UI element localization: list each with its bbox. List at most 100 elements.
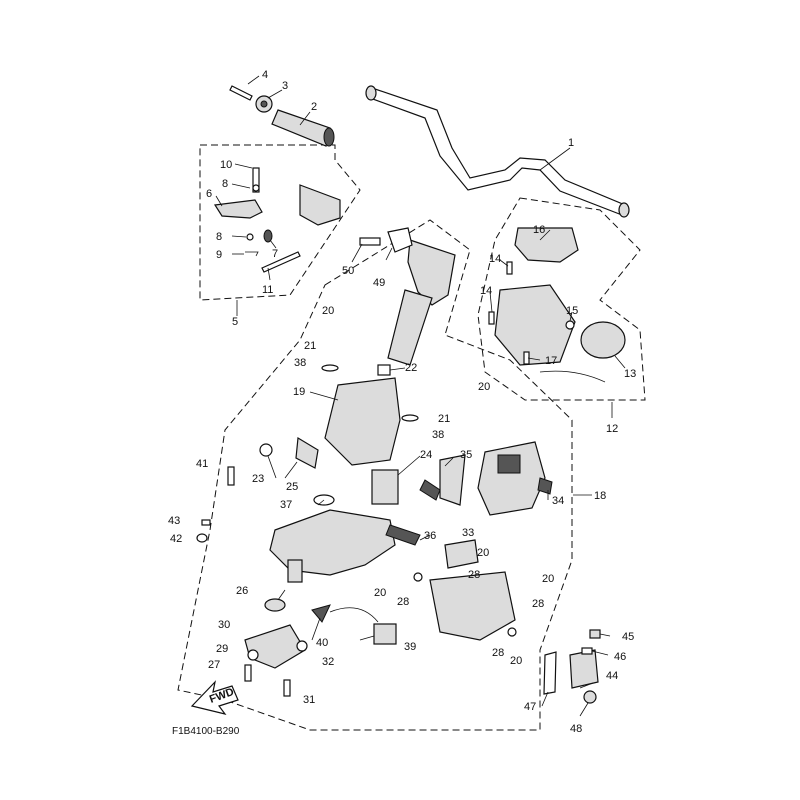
washer-8b xyxy=(246,233,254,241)
callout-15: 15 xyxy=(566,305,578,317)
switch-body xyxy=(494,284,576,366)
lower-shaft xyxy=(287,559,303,583)
plate-30 xyxy=(244,624,306,669)
callout-28c: 28 xyxy=(532,598,544,610)
callout-25: 25 xyxy=(286,481,298,493)
callout-45: 45 xyxy=(622,631,634,643)
throttle-lever xyxy=(213,199,263,219)
callout-39: 39 xyxy=(404,641,416,653)
callout-17: 17 xyxy=(545,355,557,367)
bracket-35 xyxy=(439,454,466,506)
screw-15 xyxy=(565,320,575,330)
block-33 xyxy=(444,539,479,569)
column-housing xyxy=(324,377,401,466)
callout-13: 13 xyxy=(624,368,636,380)
callout-47: 47 xyxy=(524,701,536,713)
callout-19: 19 xyxy=(293,386,305,398)
bolt-27 xyxy=(244,664,252,682)
cap-45 xyxy=(589,629,601,639)
callout-22: 22 xyxy=(405,362,417,374)
cover-18-window xyxy=(497,454,521,474)
callout-35: 35 xyxy=(460,449,472,461)
callout-38a: 38 xyxy=(294,357,306,369)
spring-7 xyxy=(263,229,273,243)
callout-20b: 20 xyxy=(478,381,490,393)
callout-20e: 20 xyxy=(374,587,386,599)
callout-38b: 38 xyxy=(432,429,444,441)
callout-8a: 8 xyxy=(222,178,228,190)
callout-3: 3 xyxy=(282,80,288,92)
callout-20d: 20 xyxy=(542,573,554,585)
bolt-31 xyxy=(283,679,291,697)
callout-48: 48 xyxy=(570,723,582,735)
callout-31: 31 xyxy=(303,694,315,706)
wire-12 xyxy=(539,370,606,383)
column-bracket xyxy=(407,239,456,306)
callout-37: 37 xyxy=(280,499,292,511)
callout-43: 43 xyxy=(168,515,180,527)
callout-9: 9 xyxy=(216,249,222,261)
key-40 xyxy=(311,604,331,623)
throttle-housing xyxy=(299,184,341,226)
washer-8a xyxy=(252,184,260,192)
diagram-code: F1B4100-B290 xyxy=(172,726,240,737)
callout-27: 27 xyxy=(208,659,220,671)
nut-48 xyxy=(583,690,597,704)
callout-33: 33 xyxy=(462,527,474,539)
callout-40: 40 xyxy=(316,637,328,649)
callout-28a: 28 xyxy=(397,596,409,608)
grip-end xyxy=(323,127,335,147)
fwd-arrow: FWD xyxy=(190,680,239,715)
callouts: 1 2 3 4 5 6 7 8 8 9 10 11 12 13 14 14 15… xyxy=(168,69,636,735)
callout-8b: 8 xyxy=(216,231,222,243)
callout-6: 6 xyxy=(206,188,212,200)
callout-26: 26 xyxy=(236,585,248,597)
bolt-28a xyxy=(413,572,423,582)
callout-4: 4 xyxy=(262,69,268,81)
callout-12: 12 xyxy=(606,423,618,435)
handlebar-end-left xyxy=(365,85,377,101)
cap-26 xyxy=(264,598,286,612)
callout-16: 16 xyxy=(533,224,545,236)
bolt-14b xyxy=(488,311,495,325)
throttle-bolt-long xyxy=(261,251,301,273)
switch-13 xyxy=(580,321,626,359)
callout-32: 32 xyxy=(322,656,334,668)
spring-35 xyxy=(419,479,441,501)
clip-43 xyxy=(201,519,211,526)
washer-38a xyxy=(321,364,339,372)
cover-18 xyxy=(477,441,546,516)
cap-22 xyxy=(377,364,391,376)
grip xyxy=(271,109,331,147)
callout-29: 29 xyxy=(216,643,228,655)
column-tube xyxy=(387,289,433,366)
clip-9 xyxy=(245,251,259,257)
handlebar-end-right xyxy=(618,202,630,218)
callout-7: 7 xyxy=(272,248,278,260)
callout-46: 46 xyxy=(614,651,626,663)
bolt-46 xyxy=(581,647,593,655)
bolt-50 xyxy=(359,237,381,246)
callout-20f: 20 xyxy=(510,655,522,667)
leader-lines xyxy=(215,75,626,717)
group-18-boundary xyxy=(177,219,573,731)
bolt-14a xyxy=(506,261,513,275)
grip-end-bolt xyxy=(229,85,253,101)
grip-end-cap-hole xyxy=(260,100,268,108)
callout-20a: 20 xyxy=(322,305,334,317)
bolt-41 xyxy=(227,466,235,486)
lanyard-40 xyxy=(329,607,379,623)
callout-20c: 20 xyxy=(477,547,489,559)
washer-38b xyxy=(401,414,419,422)
callout-28b: 28 xyxy=(468,569,480,581)
callout-14a: 14 xyxy=(489,253,501,265)
washer-29 xyxy=(247,649,259,661)
nut-32 xyxy=(296,640,308,652)
callout-2: 2 xyxy=(311,101,317,113)
spring-36 xyxy=(385,524,421,546)
callout-44: 44 xyxy=(606,670,618,682)
callout-34: 34 xyxy=(552,495,564,507)
spring-34 xyxy=(537,477,553,495)
callout-1: 1 xyxy=(568,137,574,149)
bolt-28b xyxy=(507,627,517,637)
